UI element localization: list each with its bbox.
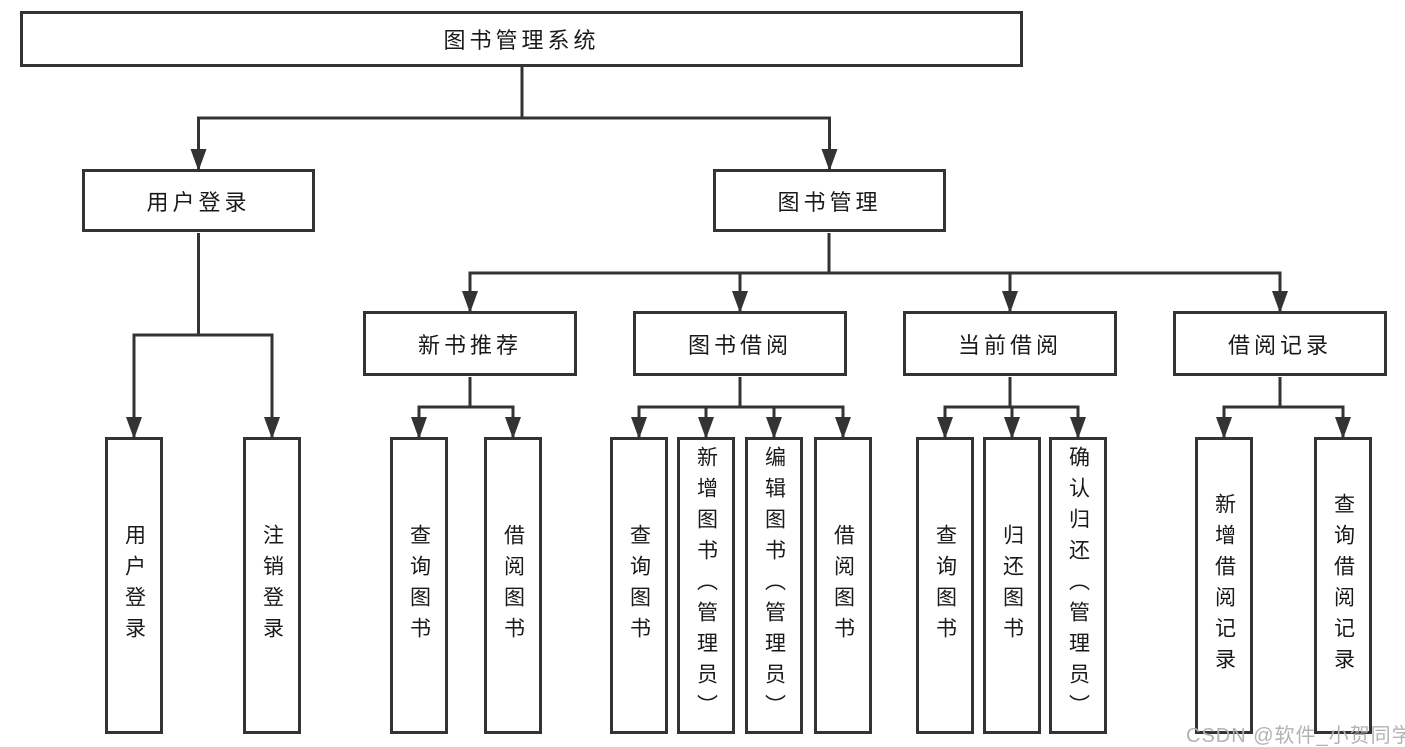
leaf-borrow-books-recommend: 借阅图书 bbox=[484, 437, 542, 734]
node-borrow-records: 借阅记录 bbox=[1173, 311, 1387, 376]
leaf-query-books-borrow: 查询图书 bbox=[610, 437, 668, 734]
csdn-watermark: CSDN @软件_小贺同学 bbox=[1186, 725, 1405, 747]
node-new-book-recommend: 新书推荐 bbox=[363, 311, 577, 376]
leaf-return-book: 归还图书 bbox=[983, 437, 1041, 734]
node-book-management: 图书管理 bbox=[713, 169, 946, 232]
leaf-edit-book-admin: 编辑图书（管理员） bbox=[745, 437, 803, 734]
node-current-borrow: 当前借阅 bbox=[903, 311, 1117, 376]
node-book-borrow: 图书借阅 bbox=[633, 311, 847, 376]
leaf-query-books-recommend: 查询图书 bbox=[390, 437, 448, 734]
leaf-add-book-admin: 新增图书（管理员） bbox=[677, 437, 735, 734]
leaf-user-login: 用户登录 bbox=[105, 437, 163, 734]
leaf-logout-login: 注销登录 bbox=[243, 437, 301, 734]
leaf-borrow-books: 借阅图书 bbox=[814, 437, 872, 734]
node-user-login: 用户登录 bbox=[82, 169, 315, 232]
leaf-confirm-return-admin: 确认归还（管理员） bbox=[1049, 437, 1107, 734]
leaf-add-borrow-record: 新增借阅记录 bbox=[1195, 437, 1253, 734]
leaf-query-books-current: 查询图书 bbox=[916, 437, 974, 734]
node-library-system: 图书管理系统 bbox=[20, 11, 1023, 67]
leaf-query-borrow-record: 查询借阅记录 bbox=[1314, 437, 1372, 734]
